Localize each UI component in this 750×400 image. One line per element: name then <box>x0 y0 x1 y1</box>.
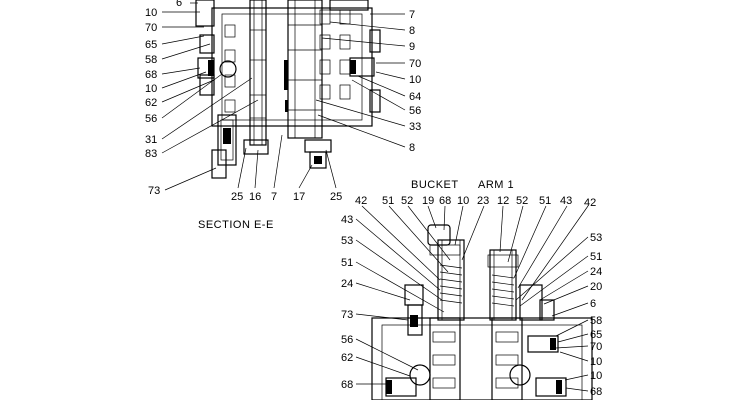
part-label: 8 <box>409 142 415 154</box>
part-label: 24 <box>341 278 353 290</box>
part-label: 58 <box>145 54 157 66</box>
part-label: 56 <box>341 334 353 346</box>
part-label: 51 <box>382 195 394 207</box>
part-label: 10 <box>145 83 157 95</box>
bucket-caption: BUCKET <box>411 179 459 191</box>
part-label: 68 <box>341 379 353 391</box>
part-label: 6 <box>176 0 182 9</box>
part-label: 10 <box>409 74 421 86</box>
part-label: 70 <box>590 341 602 353</box>
part-label: 58 <box>590 315 602 327</box>
part-label: 23 <box>477 195 489 207</box>
part-label: 16 <box>249 191 261 203</box>
part-label: 6 <box>590 298 596 310</box>
part-label: 8 <box>409 25 415 37</box>
part-label: 10 <box>145 7 157 19</box>
part-label: 12 <box>497 195 509 207</box>
part-label: 70 <box>145 22 157 34</box>
part-label: 52 <box>401 195 413 207</box>
part-label: 68 <box>145 69 157 81</box>
part-label: 65 <box>145 39 157 51</box>
part-label: 62 <box>145 97 157 109</box>
part-label: 51 <box>539 195 551 207</box>
part-label: 83 <box>145 148 157 160</box>
part-label: 25 <box>231 191 243 203</box>
leader-lines <box>161 2 589 392</box>
part-label: 53 <box>341 235 353 247</box>
part-label: 43 <box>341 214 353 226</box>
part-label: 70 <box>409 58 421 70</box>
part-label: 10 <box>590 356 602 368</box>
part-label: 51 <box>341 257 353 269</box>
part-label: 42 <box>584 197 596 209</box>
part-label: 7 <box>409 9 415 21</box>
part-label: 62 <box>341 352 353 364</box>
part-label: 33 <box>409 121 421 133</box>
part-label: 42 <box>355 195 367 207</box>
part-label: 73 <box>341 309 353 321</box>
part-label: 20 <box>590 281 602 293</box>
part-label: 31 <box>145 134 157 146</box>
part-label: 43 <box>560 195 572 207</box>
part-label: 9 <box>409 41 415 53</box>
part-labels: 6 10 70 65 58 68 10 62 56 31 83 73 25 16… <box>145 0 602 398</box>
part-label: 17 <box>293 191 305 203</box>
part-label: 24 <box>590 266 602 278</box>
part-label: 68 <box>439 195 451 207</box>
part-label: 10 <box>590 370 602 382</box>
part-label: 65 <box>590 329 602 341</box>
part-label: 25 <box>330 191 342 203</box>
part-label: 51 <box>590 251 602 263</box>
bucket-arm-drawing <box>371 224 593 400</box>
section-e-e-drawing <box>195 0 381 179</box>
part-label: 10 <box>457 195 469 207</box>
part-label: 73 <box>148 185 160 197</box>
part-label: 56 <box>145 113 157 125</box>
part-label: 7 <box>271 191 277 203</box>
part-label: 68 <box>590 386 602 398</box>
arm-caption: ARM 1 <box>478 179 514 191</box>
part-label: 52 <box>516 195 528 207</box>
section-caption: SECTION E-E <box>198 219 274 231</box>
part-label: 64 <box>409 91 421 103</box>
part-label: 19 <box>422 195 434 207</box>
part-label: 53 <box>590 232 602 244</box>
part-label: 56 <box>409 105 421 117</box>
